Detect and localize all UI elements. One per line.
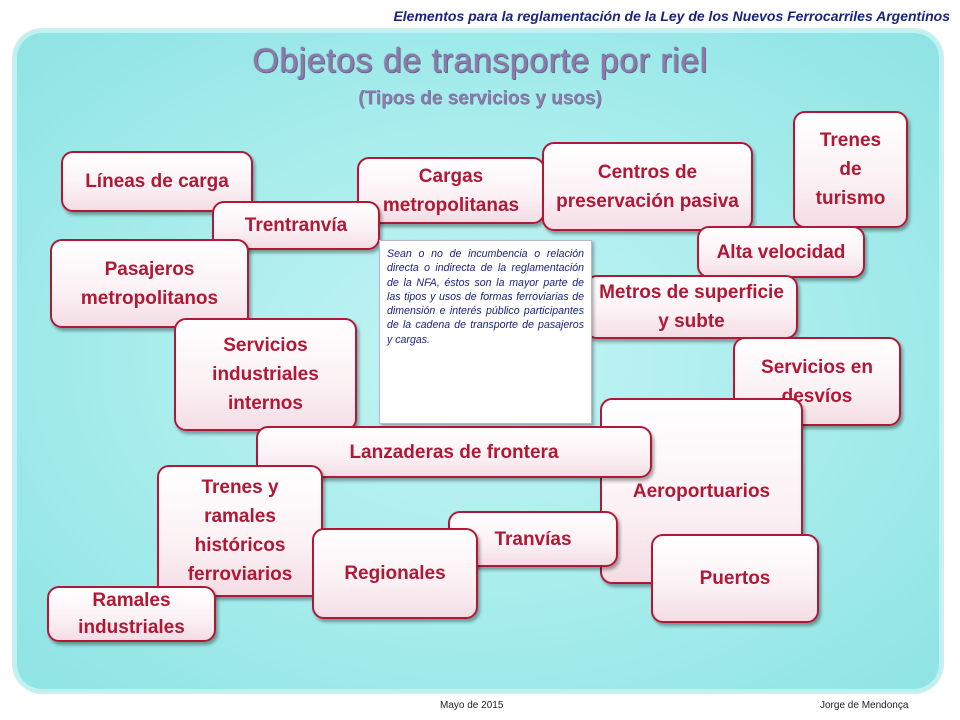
box-alta-velocidad: Alta velocidad <box>697 226 865 278</box>
box-regionales: Regionales <box>312 528 478 619</box>
slide-subtitle: (Tipos de servicios y usos) <box>358 88 602 109</box>
box-servicios-industriales: Servicios industriales internos <box>174 318 357 431</box>
document-header-title: Elementos para la reglamentación de la L… <box>393 8 950 24</box>
explanatory-note: Sean o no de incumbencia o relación dire… <box>379 240 592 424</box>
footer-date: Mayo de 2015 <box>440 700 504 711</box>
box-trenes-ramales-historicos: Trenes y ramales históricos ferroviarios <box>157 465 323 597</box>
box-trenes-de-turismo: Trenes de turismo <box>793 111 908 228</box>
box-centros-de-preservacion: Centros de preservación pasiva <box>542 142 753 231</box>
box-cargas-metropolitanas: Cargas metropolitanas <box>357 157 545 224</box>
box-puertos: Puertos <box>651 534 819 623</box>
box-pasajeros-metropolitanos: Pasajeros metropolitanos <box>50 239 249 328</box>
box-lanzaderas-de-frontera: Lanzaderas de frontera <box>256 426 652 478</box>
box-ramales-industriales: Ramales industriales <box>47 586 216 642</box>
slide-title: Objetos de transporte por riel <box>252 42 708 80</box>
box-metros-superficie-subte: Metros de superficie y subte <box>585 275 798 339</box>
footer-author: Jorge de Mendonça <box>820 700 909 711</box>
box-servicios-en-desvios: Servicios en desvíos <box>733 337 901 426</box>
